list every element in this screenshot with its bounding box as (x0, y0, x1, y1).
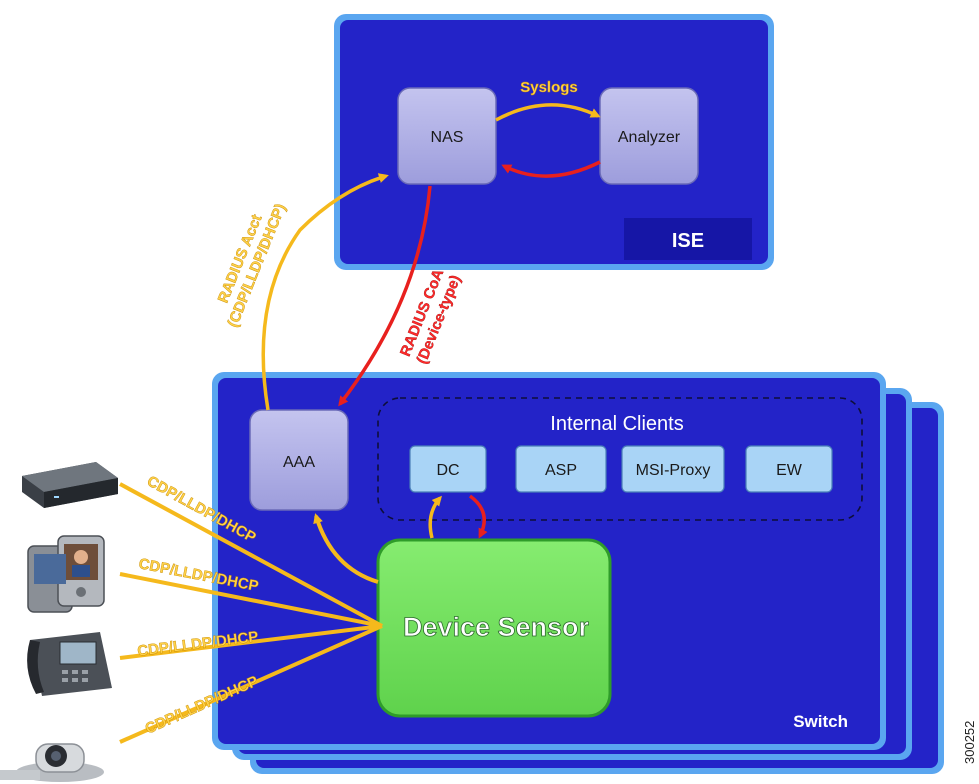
internal-clients-label: Internal Clients (550, 413, 683, 435)
syslogs-arrow (495, 103, 601, 122)
client-dc-label: DC (436, 462, 459, 479)
analyzer-to-nas-arrow (501, 160, 601, 178)
radius-coa-label: RADIUS CoA (Device-type) (397, 266, 465, 366)
ise-label: ISE (672, 230, 704, 252)
ip-phone-icon (27, 632, 112, 696)
client-msi-proxy-label: MSI-Proxy (636, 462, 711, 479)
nas-node: NAS (397, 87, 497, 185)
endpoint-link-4 (119, 624, 383, 744)
client-ew: EW (745, 445, 833, 493)
sensor-to-dc-arrow (428, 495, 442, 539)
figure-id: 300252 (962, 721, 977, 764)
nas-label: NAS (431, 129, 464, 146)
endpoint-link-3 (119, 624, 383, 660)
video-camera-icon (0, 743, 104, 782)
radius-acct-label: RADIUS Acct (CDP/LLDP/DHCP) (214, 201, 289, 330)
endpoint-link-1 (119, 482, 383, 628)
internal-clients-group (377, 397, 863, 521)
dc-to-sensor-arrow (468, 494, 488, 539)
client-dc: DC (409, 445, 487, 493)
analyzer-label: Analyzer (618, 129, 681, 146)
sensor-to-aaa-arrow (313, 513, 379, 584)
switch-label: Switch (793, 712, 848, 731)
router-device-icon (22, 462, 118, 508)
client-ew-label: EW (776, 462, 803, 479)
radius-coa-arrow (338, 185, 432, 407)
aaa-node: AAA (249, 409, 349, 511)
pda-device-icon (27, 535, 105, 613)
aaa-label: AAA (283, 454, 315, 471)
radius-acct-arrow (261, 173, 389, 411)
ise-panel: ISE (334, 14, 774, 270)
client-asp-label: ASP (545, 462, 577, 479)
client-asp: ASP (515, 445, 607, 493)
endpoint-links (119, 482, 383, 744)
device-sensor-label: Device Sensor (403, 612, 590, 642)
endpoint-link-2 (119, 572, 383, 628)
ise-label-box (624, 218, 752, 260)
device-sensor-node: Device Sensor (376, 538, 612, 718)
analyzer-node: Analyzer (599, 87, 699, 185)
syslogs-label: Syslogs (520, 79, 578, 96)
client-msi-proxy: MSI-Proxy (621, 445, 725, 493)
